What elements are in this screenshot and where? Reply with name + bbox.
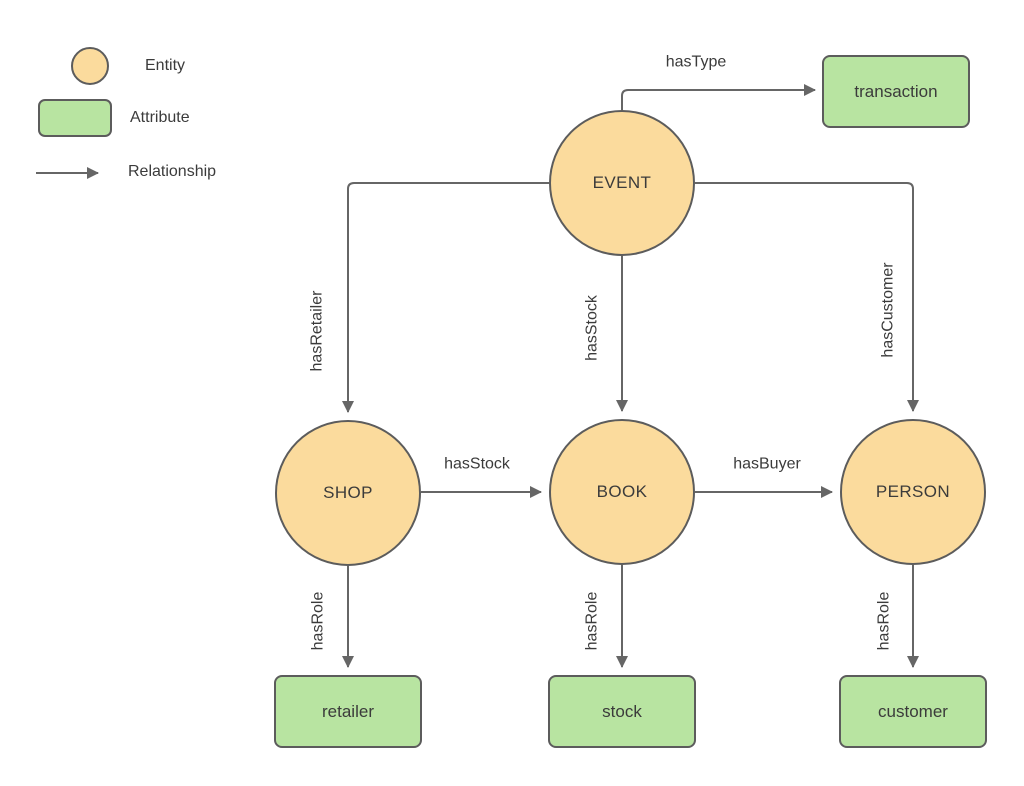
entity-node-shop-label: SHOP bbox=[323, 483, 373, 502]
legend-entity-label: Entity bbox=[145, 57, 186, 74]
edge-label-hasbuyer: hasBuyer bbox=[731, 454, 803, 474]
entity-node-book-label: BOOK bbox=[596, 482, 648, 501]
edge-event-person bbox=[695, 182, 919, 412]
attribute-node-transaction-label: transaction bbox=[854, 81, 938, 101]
attribute-node-retailer: retailer bbox=[274, 675, 422, 748]
edge-event-transaction bbox=[621, 84, 816, 110]
entity-node-person-label: PERSON bbox=[875, 482, 951, 501]
entity-node-book: BOOK bbox=[549, 419, 695, 565]
legend-attribute-label: Attribute bbox=[130, 109, 190, 126]
entity-node-person: PERSON bbox=[840, 419, 986, 565]
attribute-node-customer: customer bbox=[839, 675, 987, 748]
entity-node-event: EVENT bbox=[549, 110, 695, 256]
edge-label-hasstock-horizontal: hasStock bbox=[442, 454, 512, 474]
edge-event-shop bbox=[342, 182, 549, 413]
legend-relationship-label: Relationship bbox=[128, 163, 217, 180]
attribute-node-stock-label: stock bbox=[602, 701, 642, 721]
edge-label-hasretailer: hasRetailer bbox=[307, 288, 327, 374]
attribute-node-transaction: transaction bbox=[822, 55, 970, 128]
edge-label-hasrole-person: hasRole bbox=[874, 589, 894, 653]
attribute-node-customer-label: customer bbox=[878, 701, 948, 721]
edge-label-hastype: hasType bbox=[663, 52, 729, 72]
edge-label-hascustomer: hasCustomer bbox=[878, 260, 898, 360]
edge-label-hasstock-vertical: hasStock bbox=[582, 293, 602, 363]
attribute-node-retailer-label: retailer bbox=[322, 701, 374, 721]
attribute-node-stock: stock bbox=[548, 675, 696, 748]
edge-label-hasrole-shop: hasRole bbox=[308, 589, 328, 653]
entity-node-event-label: EVENT bbox=[592, 173, 652, 192]
legend-attribute-swatch bbox=[38, 99, 112, 137]
edge-label-hasrole-book: hasRole bbox=[582, 589, 602, 653]
entity-node-shop: SHOP bbox=[275, 420, 421, 566]
legend-entity-swatch bbox=[71, 47, 109, 85]
